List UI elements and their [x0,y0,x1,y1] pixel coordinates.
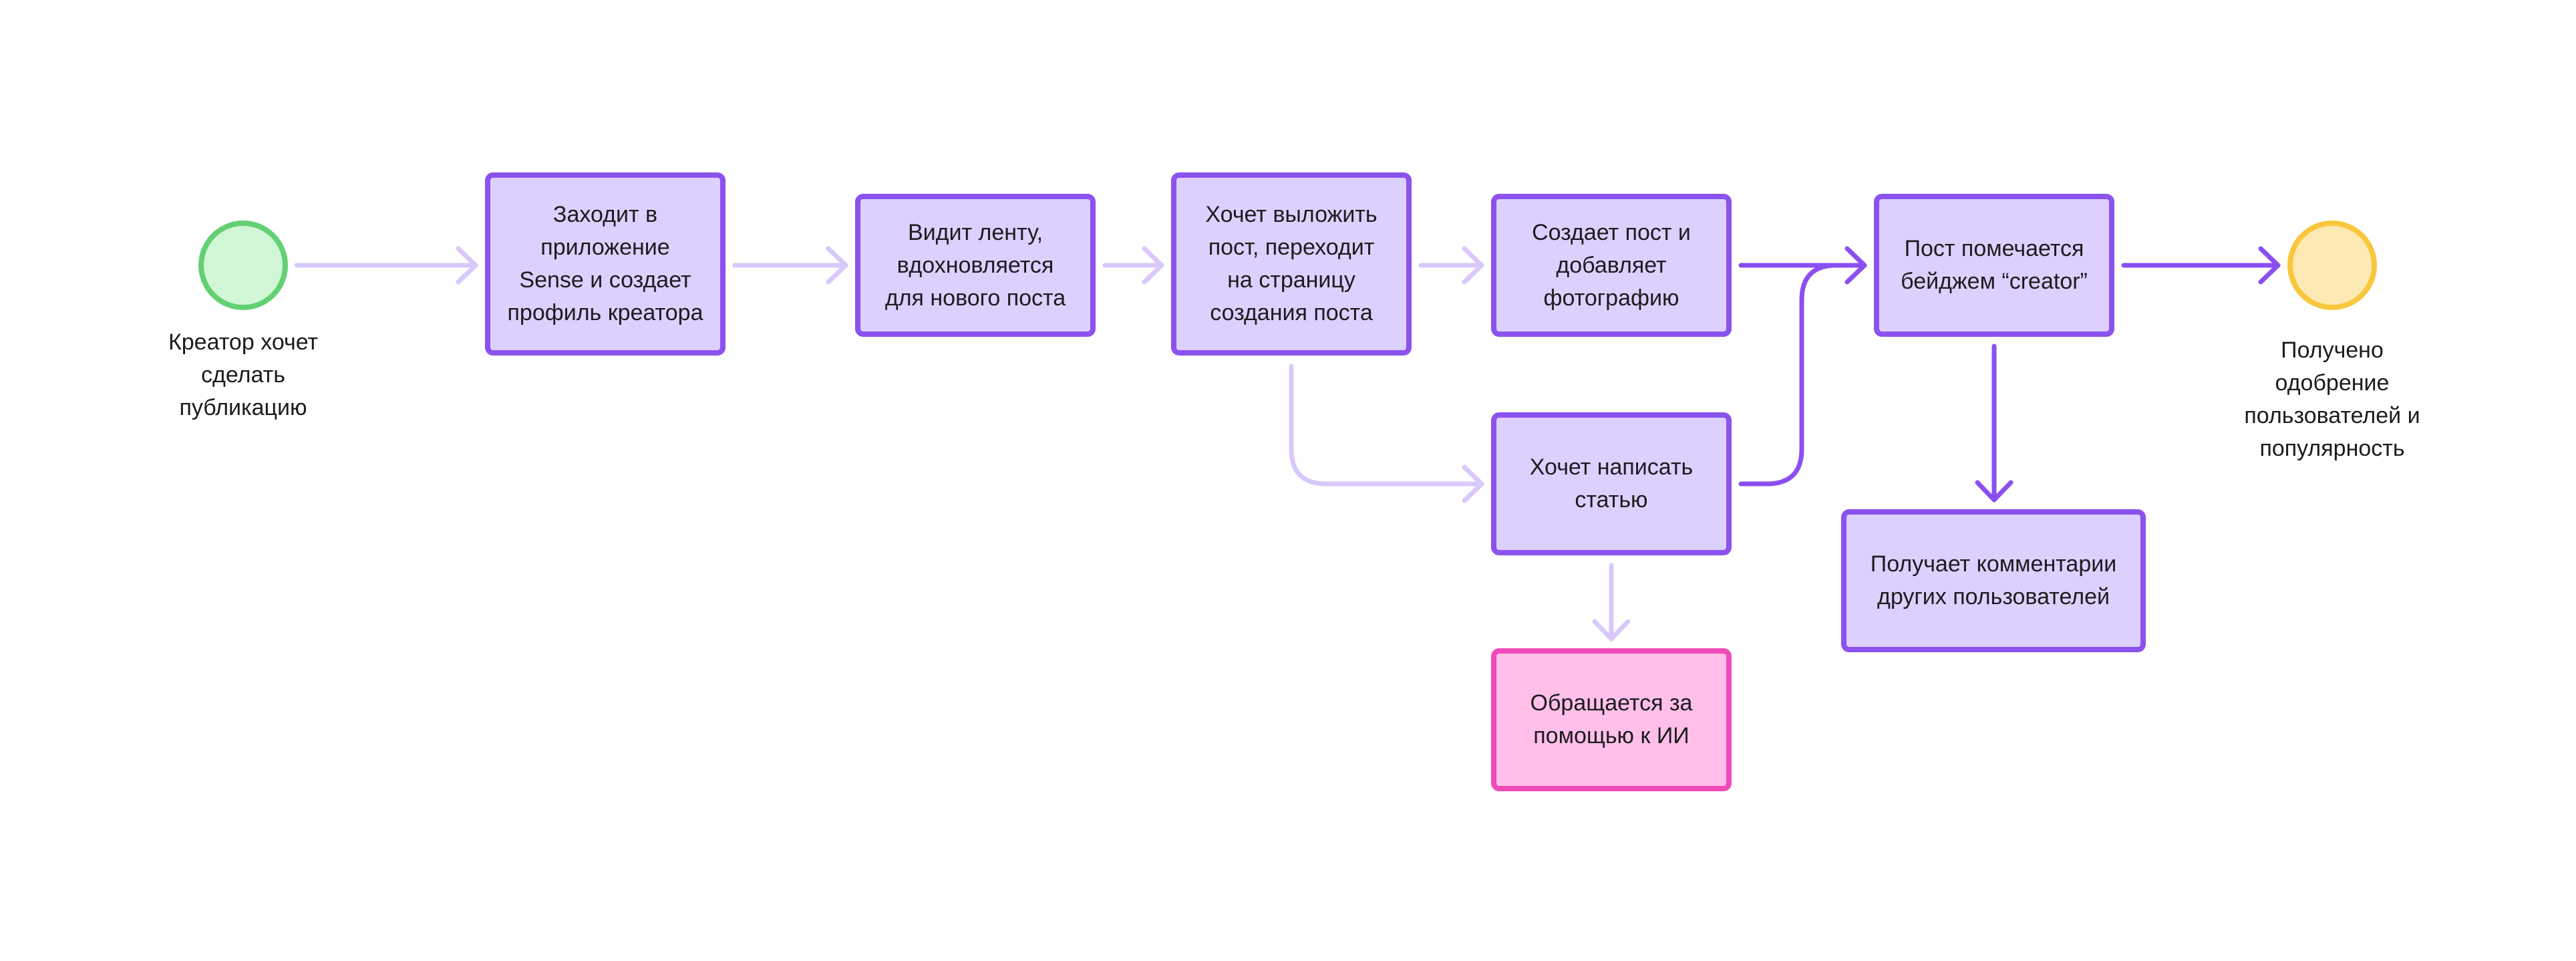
end-event [2287,221,2377,310]
arrow-start-to-profile [294,246,478,285]
arrow-create-post-to-photo [1418,246,1484,285]
arrow-badge-to-comments [1975,344,2014,503]
step-creator-badge: Пост помечается бейджем “creator” [1874,194,2114,337]
start-event [198,221,288,310]
step-view-feed: Видит ленту, вдохновляется для нового по… [855,194,1096,337]
step-write-article: Хочет написать статью [1491,412,1732,555]
end-event-label: Получено одобрение пользователей и попул… [2244,337,2420,461]
arrow-feed-to-create-post [1102,246,1164,285]
arrow-article-to-badge [1738,263,1867,487]
step-get-comments: Получает комментарии других пользователе… [1841,509,2146,652]
step-create-profile: Заходит в приложение Sense и создает про… [485,172,726,356]
arrow-article-to-ai [1592,563,1631,642]
step-ask-ai: Обращается за помощью к ИИ [1491,648,1732,791]
arrow-badge-to-end [2121,246,2281,285]
step-open-post-creation: Хочет выложить пост, переходит на страни… [1171,172,1412,356]
start-event-label: Креатор хочет сделать публикацию [168,329,319,420]
arrow-profile-to-feed [732,246,848,285]
step-add-photo: Создает пост и добавляет фотографию [1491,194,1732,337]
arrow-create-post-to-article [1289,364,1484,503]
